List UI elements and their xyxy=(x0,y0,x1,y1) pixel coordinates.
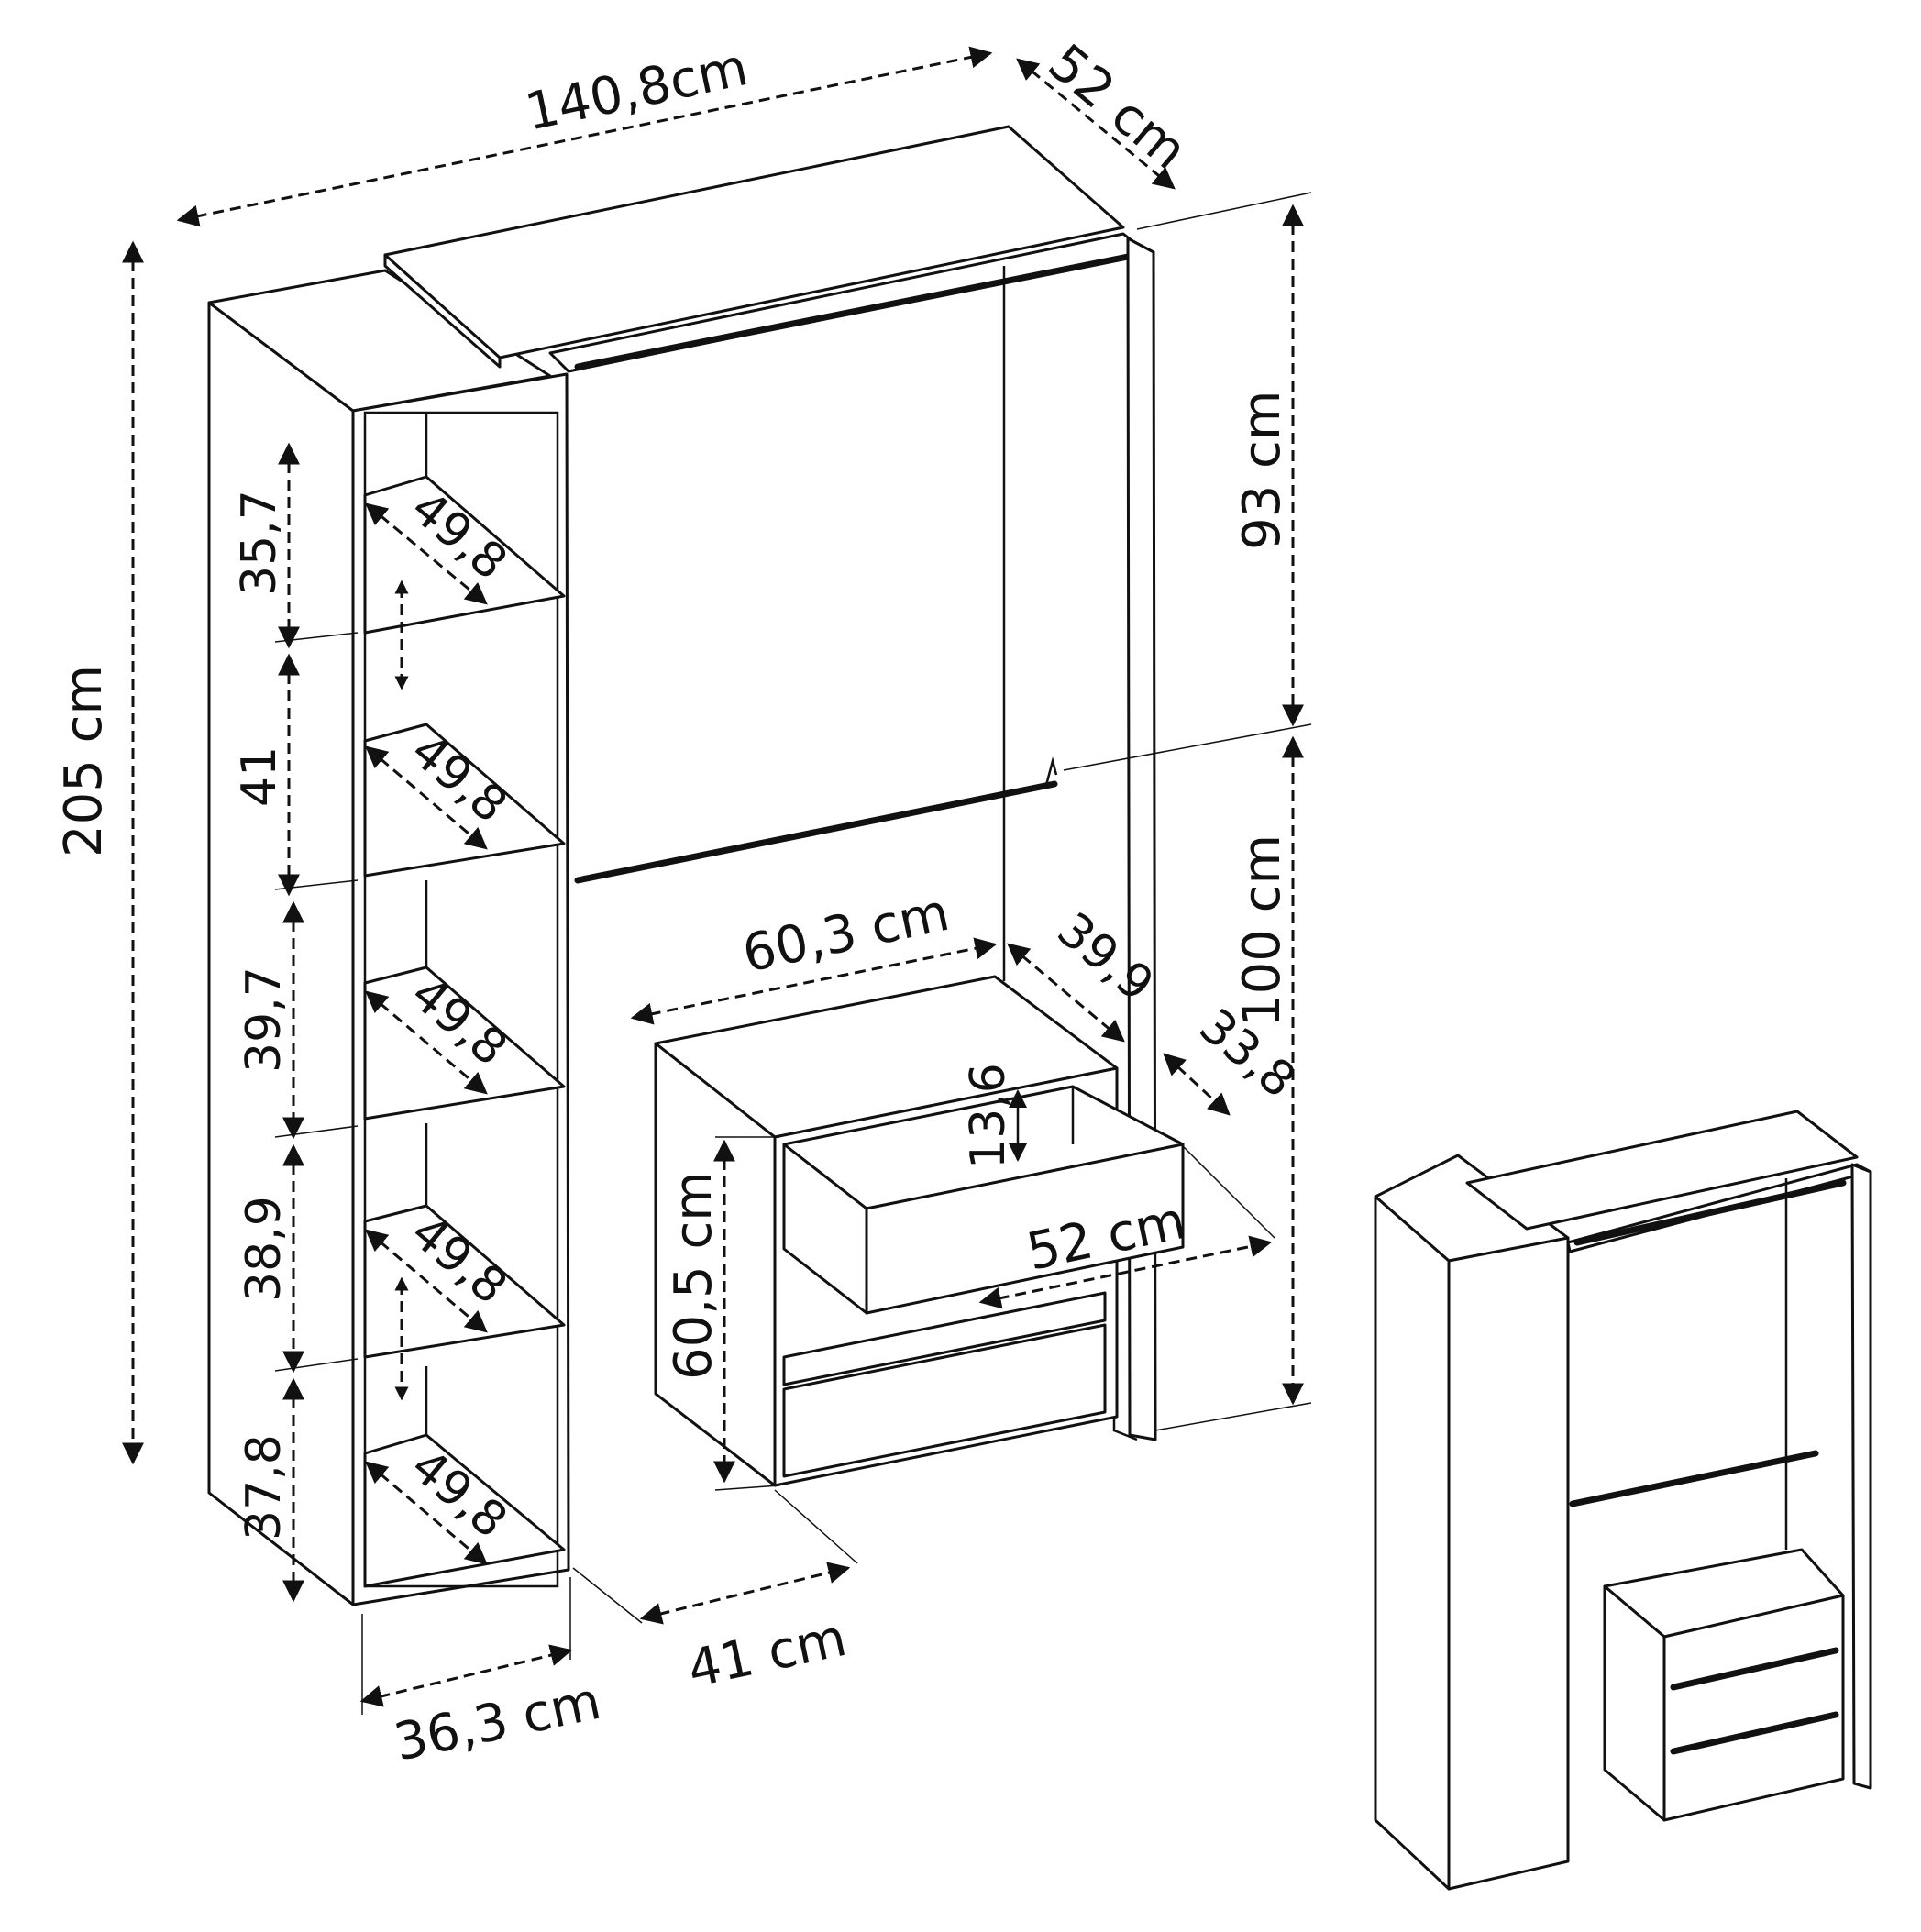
clothes-rail xyxy=(574,780,1058,884)
label-drawer-height: 13,6 xyxy=(961,1063,1016,1169)
label-shelf-height-3: 39,7 xyxy=(237,966,292,1073)
drawer-unit xyxy=(654,975,1185,1487)
assembled-preview xyxy=(1374,1110,1872,1891)
label-upper-height: 93 cm xyxy=(1232,391,1292,550)
label-shelf-height-2: 41 xyxy=(232,746,287,807)
label-shelf-height-5: 37,8 xyxy=(237,1434,292,1540)
top-board-edge xyxy=(383,253,502,369)
label-depth: 52 cm xyxy=(1037,33,1198,182)
open-drawer xyxy=(782,1085,1185,1315)
label-shelf-unit-side: 41 cm xyxy=(682,1608,851,1700)
label-total-width: 140,8cm xyxy=(520,38,753,143)
top-rail xyxy=(574,253,1132,370)
label-shelf-height-4: 38,9 xyxy=(237,1196,292,1302)
dimension-lines xyxy=(122,46,1312,1715)
label-shelf-height-1: 35,7 xyxy=(232,490,287,596)
label-total-height: 205 cm xyxy=(54,665,114,857)
label-drawer-unit-height: 60,5 cm xyxy=(664,1171,723,1380)
label-drawer-unit-width: 60,3 cm xyxy=(737,883,954,985)
drawer-2 xyxy=(782,1291,1107,1386)
drawer-3 xyxy=(782,1323,1107,1478)
label-lower-height: 100 cm xyxy=(1232,834,1292,1027)
